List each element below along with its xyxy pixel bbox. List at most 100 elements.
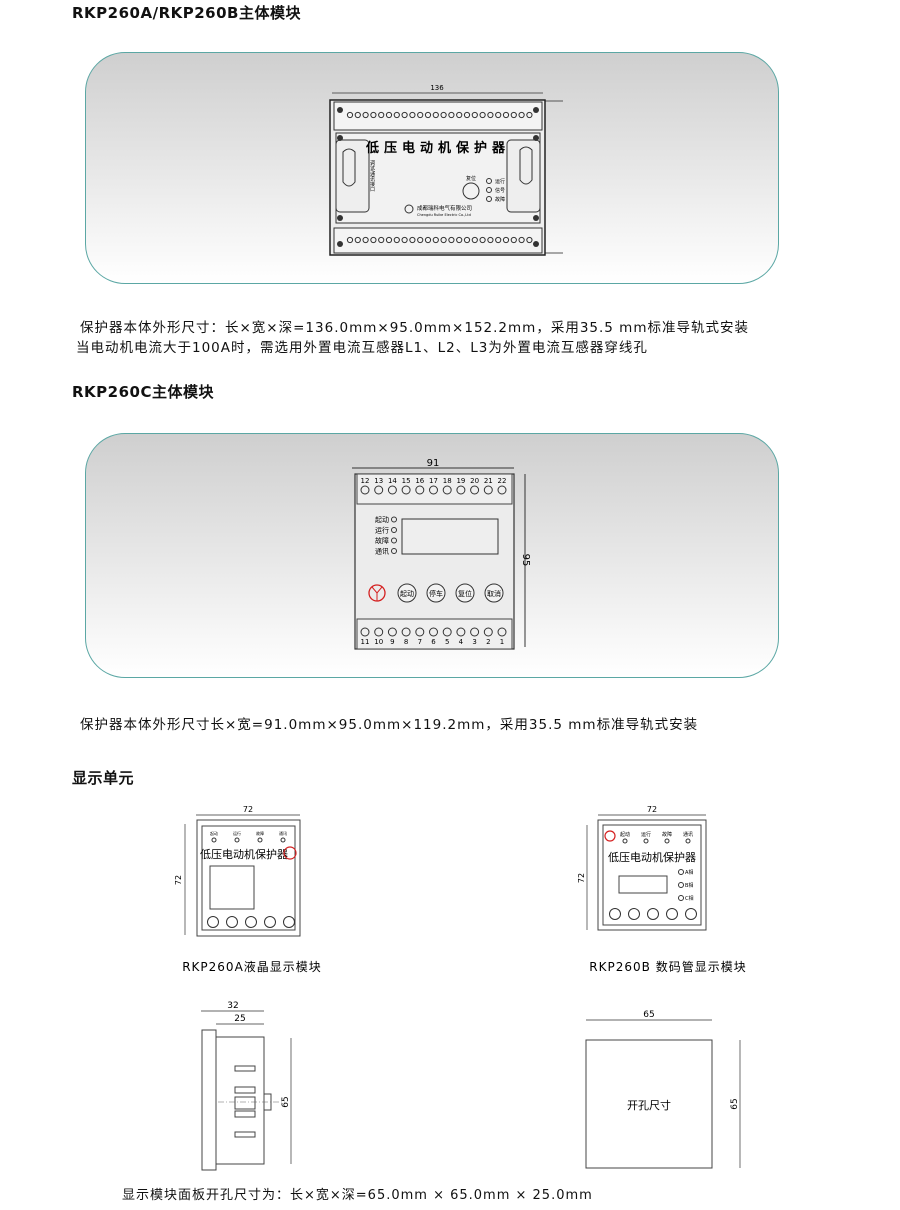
terminal-label: 14 [388,477,397,485]
terminal-screw [346,111,354,119]
svg-text:72: 72 [243,805,253,814]
mounting-screw [533,107,539,113]
key-button[interactable] [628,908,640,920]
terminal-screw [518,236,525,244]
key-button[interactable] [609,908,621,920]
terminal [470,485,480,495]
terminal-label: 20 [470,477,479,485]
rkp260ab-desc-2: 当电动机电流大于100A时，需选用外置电流互感器L1、L2、L3为外置电流互感器… [76,340,648,356]
terminal-screw [448,111,455,119]
terminal-label: 5 [445,638,449,646]
key-button[interactable] [245,916,257,928]
section-title-rkp260ab: RKP260A/RKP260B主体模块 [72,4,301,22]
dim-width: 91 [427,458,440,469]
indicator-led [391,548,397,554]
terminal-screw [456,236,463,244]
terminal-screw [409,111,416,119]
mounting-screw [337,241,343,247]
cutout-label: 开孔尺寸 [627,1098,671,1112]
terminal-screw [502,111,510,119]
svg-text:运行: 运行 [495,178,505,185]
terminal-screw [393,111,400,119]
phase-label: C相 [685,895,694,902]
terminal-label: 7 [418,638,422,646]
svg-text:25: 25 [234,1014,245,1024]
section-title-display: 显示单元 [72,769,135,787]
rkp260ab-drawing: 136 低压电动机保护器 调试/通讯接口 复位 运行 信号 故障 成都瑞科电气有… [329,84,563,256]
terminal-label: 13 [374,477,383,485]
panel-button-label: 停车 [429,589,443,598]
mounting-screw [337,107,343,113]
terminal-screw [526,236,533,244]
panel-button[interactable] [426,583,446,603]
terminal-screw [471,111,478,119]
indicator-label: 起动 [620,831,630,838]
terminal-label: 19 [456,477,465,485]
led-caption: RKP260B 数码管显示模块 [589,959,746,974]
terminal-screw [354,111,361,119]
terminal [442,485,452,495]
panel-button[interactable] [484,583,504,603]
led-device-name: 低压电动机保护器 [608,850,696,864]
terminal-screw [479,111,486,119]
key-button[interactable] [666,908,678,920]
terminal-label: 21 [484,477,493,485]
phase-label: B相 [685,882,693,889]
terminal-screw [456,111,463,119]
company-name: 成都瑞科电气有限公司 [417,204,472,212]
terminal [470,627,480,637]
terminal-label: 15 [402,477,411,485]
terminal-label: 12 [361,477,370,485]
terminal-screw [370,111,377,119]
reset-label: 复位 [466,175,476,182]
svg-text:72: 72 [647,805,657,814]
lcd-device-name: 低压电动机保护器 [200,847,288,861]
panel-button[interactable] [455,583,475,603]
svg-text:故障: 故障 [495,196,505,203]
key-button[interactable] [283,916,295,928]
phase-led [678,869,684,875]
terminal [497,627,507,637]
svg-text:65: 65 [730,1098,740,1109]
indicator-label: 通讯 [279,830,287,836]
terminal-label: 11 [361,638,370,646]
terminal-screw [440,111,447,119]
terminal-screw [518,111,525,119]
terminal-screw [479,236,486,244]
reset-knob [462,182,480,200]
key-button[interactable] [264,916,276,928]
panel-button-label: 取消 [487,589,501,598]
terminal-screw [487,111,494,119]
terminal [483,485,493,495]
mounting-screw [337,215,343,221]
key-button[interactable] [647,908,659,920]
rkp260c-desc: 保护器本体外形尺寸长×宽=91.0mm×95.0mm×119.2mm，采用35.… [80,717,699,733]
terminal-label: 9 [390,638,394,646]
terminal-screw [463,111,471,119]
indicator-label: 起动 [210,830,218,836]
terminal [374,627,384,637]
indicator-label: 运行 [375,526,389,535]
terminal-label: 3 [472,638,476,646]
terminal-label: 10 [374,638,383,646]
key-button[interactable] [207,916,219,928]
phase-led [678,882,684,888]
terminal-screw [346,236,354,244]
terminal-screw [424,236,432,244]
svg-text:72: 72 [577,873,586,883]
panel-button-label: 复位 [458,589,472,598]
indicator-led [234,837,240,843]
terminal-label: 4 [459,638,464,646]
terminal-label: 17 [429,477,438,485]
panel-button[interactable] [397,583,417,603]
indicator-led [391,516,397,523]
terminal [483,627,493,637]
key-button[interactable] [226,916,238,928]
key-button[interactable] [685,908,697,920]
panel-button-label: 起动 [400,589,414,598]
terminal-screw [432,236,439,244]
terminal-screw [432,111,439,119]
indicator-led [391,527,397,533]
